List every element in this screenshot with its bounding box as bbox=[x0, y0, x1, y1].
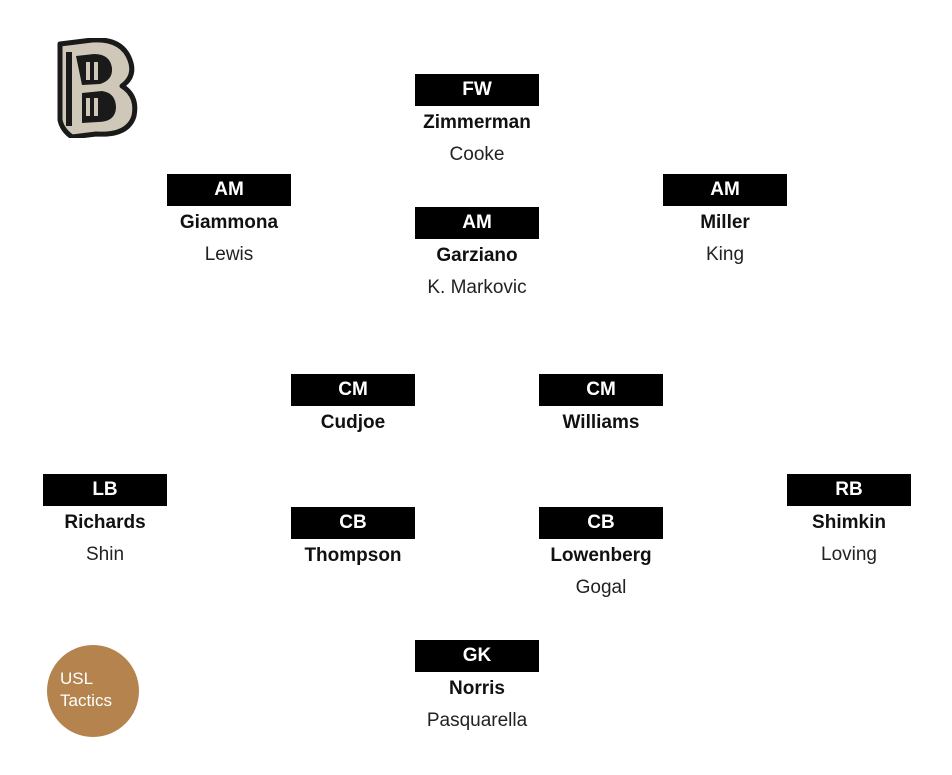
player-slot-rb: RB Shimkin Loving bbox=[787, 474, 911, 569]
sub-name: Lewis bbox=[204, 244, 254, 265]
sub-name: Loving bbox=[821, 544, 877, 565]
position-label: CM bbox=[539, 374, 663, 406]
starter-name: Cudjoe bbox=[320, 412, 386, 433]
starter-name: Williams bbox=[562, 412, 640, 433]
starter-name: Thompson bbox=[304, 545, 402, 566]
position-label: AM bbox=[415, 207, 539, 239]
sub-name: K. Markovic bbox=[427, 277, 527, 298]
position-label: LB bbox=[43, 474, 167, 506]
player-slot-gk: GK Norris Pasquarella bbox=[415, 640, 539, 735]
player-slot-fw: FW Zimmerman Cooke bbox=[415, 74, 539, 169]
sub-name: Cooke bbox=[449, 144, 505, 165]
position-label: GK bbox=[415, 640, 539, 672]
player-slot-cm-right: CM Williams bbox=[539, 374, 663, 437]
position-label: AM bbox=[167, 174, 291, 206]
starter-name: Miller bbox=[700, 212, 750, 233]
sub-name: Shin bbox=[85, 544, 125, 565]
club-crest-icon bbox=[57, 38, 138, 138]
position-label: FW bbox=[415, 74, 539, 106]
starter-name: Garziano bbox=[436, 245, 518, 266]
sub-name: Gogal bbox=[575, 577, 627, 598]
position-label: CM bbox=[291, 374, 415, 406]
starter-name: Richards bbox=[64, 512, 146, 533]
sub-name: Pasquarella bbox=[426, 710, 528, 731]
position-label: AM bbox=[663, 174, 787, 206]
badge-line-1: USL bbox=[60, 669, 94, 688]
player-slot-am-left: AM Giammona Lewis bbox=[167, 174, 291, 269]
position-label: CB bbox=[291, 507, 415, 539]
starter-name: Giammona bbox=[179, 212, 279, 233]
starter-name: Zimmerman bbox=[423, 112, 531, 133]
starter-name: Norris bbox=[449, 678, 505, 699]
player-slot-am-right: AM Miller King bbox=[663, 174, 787, 269]
usl-tactics-badge: USL Tactics bbox=[47, 645, 139, 737]
player-slot-am-center: AM Garziano K. Markovic bbox=[415, 207, 539, 302]
position-label: RB bbox=[787, 474, 911, 506]
starter-name: Shimkin bbox=[812, 512, 886, 533]
position-label: CB bbox=[539, 507, 663, 539]
sub-name: King bbox=[705, 244, 745, 265]
player-slot-cm-left: CM Cudjoe bbox=[291, 374, 415, 437]
player-slot-lb: LB Richards Shin bbox=[43, 474, 167, 569]
starter-name: Lowenberg bbox=[550, 545, 652, 566]
player-slot-cb-right: CB Lowenberg Gogal bbox=[539, 507, 663, 602]
badge-line-2: Tactics bbox=[60, 691, 112, 710]
player-slot-cb-left: CB Thompson bbox=[291, 507, 415, 570]
